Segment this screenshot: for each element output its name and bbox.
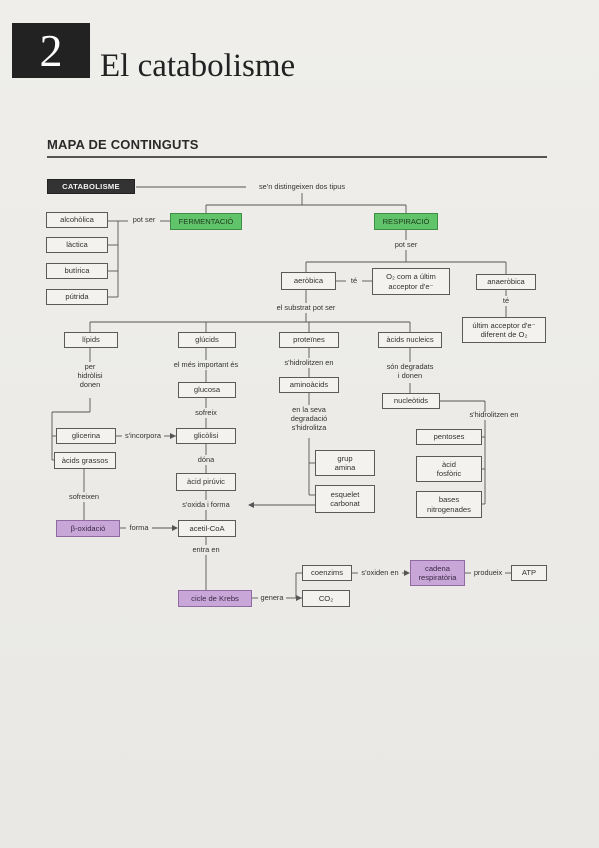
node-butirica: butírica bbox=[46, 263, 108, 279]
node-coenzims: coenzims bbox=[302, 565, 352, 581]
label-dona: dóna bbox=[197, 455, 215, 464]
node-glicolisi: glicòlisi bbox=[176, 428, 236, 444]
node-anaerobica: anaeròbica bbox=[476, 274, 536, 290]
label-te-anaerobica: té bbox=[502, 296, 510, 305]
node-putrida: pútrida bbox=[46, 289, 108, 305]
node-glucids: glúcids bbox=[178, 332, 236, 348]
node-fermentacio: FERMENTACIÓ bbox=[170, 213, 242, 230]
node-glucosa: glucosa bbox=[178, 382, 236, 398]
node-nucleotids: nucleòtids bbox=[382, 393, 440, 409]
label-per-hidrolisi: per hidròlisi donen bbox=[77, 362, 103, 389]
node-acid-piruvic: àcid pirúvic bbox=[176, 473, 236, 491]
node-acids-nucleics: àcids nucleics bbox=[378, 332, 442, 348]
label-sincorpora: s'incorpora bbox=[125, 431, 161, 440]
node-aminoacids: aminoàcids bbox=[279, 377, 339, 393]
node-glicerina: glicerina bbox=[56, 428, 116, 444]
node-pentoses: pentoses bbox=[416, 429, 482, 445]
label-pot-ser-fermentacio: pot ser bbox=[132, 215, 156, 224]
chapter-number: 2 bbox=[12, 23, 90, 78]
label-son-degradats: són degradats i donen bbox=[386, 362, 434, 380]
node-grup-amina: grup amina bbox=[315, 450, 375, 476]
label-es-distingeixen: se'n distingeixen dos tipus bbox=[258, 182, 346, 191]
chapter-title: El catabolisme bbox=[100, 48, 296, 84]
node-co2: CO₂ bbox=[302, 590, 350, 607]
label-produeix: produeix bbox=[473, 568, 503, 577]
label-substrat: el substrat pot ser bbox=[276, 303, 336, 312]
node-catabolisme: CATABOLISME bbox=[47, 179, 135, 194]
label-genera: genera bbox=[260, 593, 284, 602]
node-atp: ATP bbox=[511, 565, 547, 581]
node-lipids: lípids bbox=[64, 332, 118, 348]
node-lactica: làctica bbox=[46, 237, 108, 253]
node-beta-oxidacio: β-oxidació bbox=[56, 520, 120, 537]
label-shidrolitzen-nucleotids: s'hidrolitzen en bbox=[469, 410, 519, 419]
node-cadena-respiratoria: cadena respiratòria bbox=[410, 560, 465, 586]
label-forma: forma bbox=[129, 523, 149, 532]
node-acetil-coa: acetil-CoA bbox=[178, 520, 236, 537]
section-divider bbox=[47, 156, 547, 158]
node-ultim-acceptor: últim acceptor d'e⁻ diferent de O₂ bbox=[462, 317, 546, 343]
label-soxida-forma: s'oxida i forma bbox=[182, 500, 230, 509]
node-bases-nitrogenades: bases nitrogenades bbox=[416, 491, 482, 518]
label-soxiden-en: s'oxiden en bbox=[361, 568, 399, 577]
label-seva-degradacio: en la seva degradació s'hidrolitza bbox=[290, 405, 328, 432]
node-alcoholica: alcohòlica bbox=[46, 212, 108, 228]
label-mes-important: el més important és bbox=[173, 360, 239, 369]
section-title: MAPA DE CONTINGUTS bbox=[47, 137, 199, 152]
label-shidrolitzen-proteines: s'hidrolitzen en bbox=[284, 358, 334, 367]
node-proteines: proteïnes bbox=[279, 332, 339, 348]
node-acids-grassos: àcids grassos bbox=[54, 452, 116, 469]
label-te-aerobica: té bbox=[350, 276, 358, 285]
label-entra-en: entra en bbox=[192, 545, 220, 554]
label-sofreix: sofreix bbox=[195, 408, 217, 417]
node-aerobica: aeròbica bbox=[281, 272, 336, 290]
node-cicle-krebs: cicle de Krebs bbox=[178, 590, 252, 607]
node-o2-acceptor: O₂ com a últim acceptor d'e⁻ bbox=[372, 268, 450, 295]
label-pot-ser-respiracio: pot ser bbox=[394, 240, 418, 249]
node-acid-fosforic: àcid fosfòric bbox=[416, 456, 482, 482]
node-esquelet-carbonat: esquelet carbonat bbox=[315, 485, 375, 513]
label-sofreixen: sofreixen bbox=[69, 492, 99, 501]
node-respiracio: RESPIRACIÓ bbox=[374, 213, 438, 230]
